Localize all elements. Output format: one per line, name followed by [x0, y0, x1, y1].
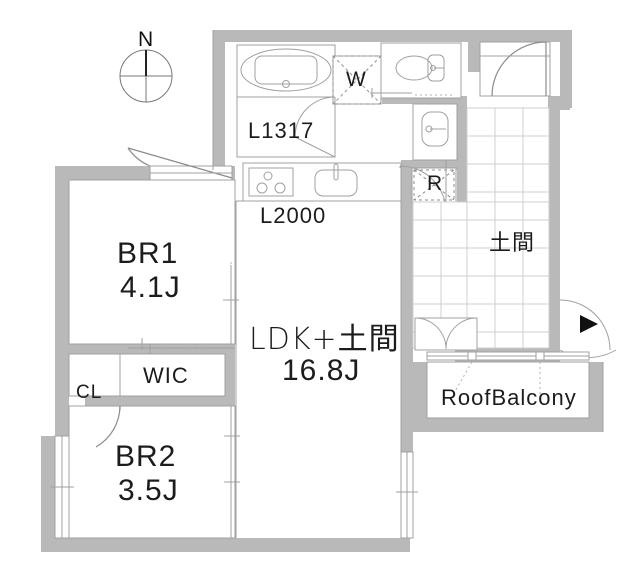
wall-right-outer [548, 96, 560, 348]
br1-label: BR1 [117, 237, 179, 270]
wall-fridge-top [401, 160, 467, 170]
wall-entrance-right [560, 30, 572, 108]
wall-balcony-right [589, 362, 603, 432]
wall-wic-right [225, 344, 235, 406]
kitchen-size-label: L2000 [260, 203, 327, 228]
ldk-area-label: 16.8J [282, 354, 361, 387]
wall-right-nub [560, 96, 570, 110]
wall-washroom-bottom [382, 96, 467, 104]
br2-area-label: 3.5J [118, 474, 179, 507]
wall-fridge-right [457, 160, 467, 202]
wall-doma-left-lower [401, 160, 413, 350]
wall-wic-bottom [85, 396, 235, 406]
wall-ldk-right-lower [401, 348, 413, 452]
bath-size-label: L1317 [248, 118, 315, 143]
compass-rose-icon [119, 49, 173, 103]
ldk-label: LDK+土間 [249, 322, 400, 357]
fridge-label: R [427, 172, 444, 195]
br2-label: BR2 [115, 440, 177, 473]
doma-label: 土間 [489, 231, 536, 256]
balcony-label: RoofBalcony [441, 385, 577, 410]
wall-entrance-top [468, 30, 572, 42]
washer-label: W [346, 68, 367, 91]
wall-left-outer [55, 166, 69, 436]
br1-area-label: 4.1J [120, 271, 181, 304]
wall-br1-bottom [69, 344, 235, 354]
wall-balcony-bottom [427, 418, 603, 432]
wall-bottom-outer [55, 538, 410, 552]
wall-balcony-left [413, 362, 427, 432]
wall-top-main [213, 30, 468, 42]
north-label: N [138, 28, 155, 51]
wall-doma-left [455, 96, 467, 160]
wic-label: WIC [143, 363, 189, 388]
north-indicator: N [112, 28, 184, 104]
wall-left-top-block [213, 30, 225, 170]
wall-left-lower [41, 436, 55, 552]
cl-label: CL [76, 382, 103, 403]
